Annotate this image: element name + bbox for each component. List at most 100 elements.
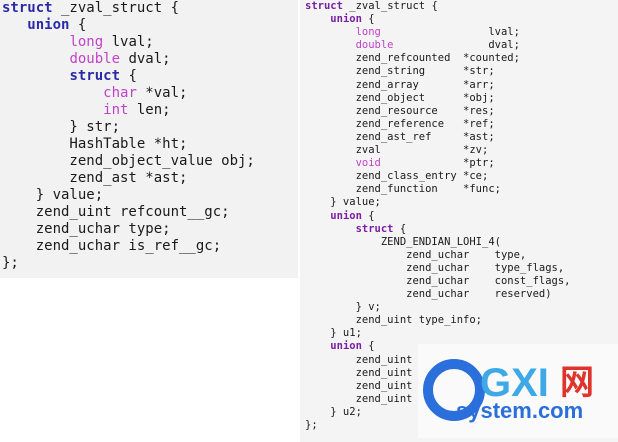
old-zval-struct-panel: struct _zval_struct { union { long lval;… xyxy=(0,0,298,278)
code-token: zend_refcounted *counted; xyxy=(305,52,520,65)
logo-ring-icon xyxy=(423,359,485,421)
code-token: lval; xyxy=(103,34,154,50)
code-token: len; xyxy=(128,102,171,118)
code-line: zend_class_entry *ce; xyxy=(305,170,618,183)
gxi-watermark-logo: GXI 网 system.com xyxy=(418,344,618,438)
code-token xyxy=(2,17,27,33)
code-token: long xyxy=(355,26,381,39)
code-token: { xyxy=(393,222,407,235)
code-token: dval; xyxy=(393,39,520,52)
code-token: *val; xyxy=(136,85,188,101)
code-line: double dval; xyxy=(2,51,298,68)
code-line: union { xyxy=(305,13,618,26)
code-token: zend_uchar const_flags, xyxy=(305,274,571,287)
code-line: union { xyxy=(305,210,618,223)
code-line: zend_ast_ref *ast; xyxy=(305,131,618,144)
code-token: } u1; xyxy=(305,327,362,340)
code-line: zend_uint xyxy=(305,367,618,380)
code-token: struct xyxy=(305,0,343,12)
code-token: zend_array *arr; xyxy=(305,78,495,91)
code-token: zend_uint type_info; xyxy=(305,314,483,327)
code-token: zend_function *func; xyxy=(305,183,501,196)
code-token: struct xyxy=(355,222,394,235)
code-token xyxy=(2,34,69,50)
code-line: zend_uchar const_flags, xyxy=(305,275,618,288)
code-token: zend_uint xyxy=(305,392,413,405)
code-token: zend_uchar type; xyxy=(2,221,171,237)
code-line: zval *zv; xyxy=(305,144,618,157)
code-token: char xyxy=(103,85,137,101)
code-line: zend_uint xyxy=(305,380,618,393)
code-line: ZEND_ENDIAN_LOHI_4( xyxy=(305,236,618,249)
code-token: union xyxy=(330,340,362,353)
code-token: { xyxy=(361,340,375,353)
code-line: } u2; xyxy=(305,406,618,419)
code-token xyxy=(305,210,330,222)
code-line: } str; xyxy=(2,119,298,136)
code-line: zend_uchar is_ref__gc; xyxy=(2,238,298,255)
code-token: zend_ast *ast; xyxy=(2,170,188,186)
code-line: zend_uchar type; xyxy=(2,221,298,238)
code-token: struct xyxy=(69,68,121,84)
code-token: } value; xyxy=(305,196,381,209)
code-token: zval *zv; xyxy=(305,144,489,157)
code-token: } str; xyxy=(2,119,121,135)
code-line: zend_object_value obj; xyxy=(2,153,298,170)
code-token xyxy=(305,340,330,352)
code-token: dval; xyxy=(120,51,171,67)
code-token: zend_uint xyxy=(305,379,413,392)
code-token: lval; xyxy=(380,26,520,39)
code-line: }; xyxy=(305,419,618,432)
code-line: zend_resource *res; xyxy=(305,105,618,118)
code-token: zend_object *obj; xyxy=(305,91,495,104)
code-token: _zval_struct { xyxy=(52,0,180,16)
code-line: struct { xyxy=(2,68,298,85)
code-token: zend_uint refcount__gc; xyxy=(2,204,230,220)
code-line: } v; xyxy=(305,301,618,314)
code-token xyxy=(2,51,69,67)
code-line: zend_refcounted *counted; xyxy=(305,52,618,65)
code-token: { xyxy=(361,209,375,222)
code-line: HashTable *ht; xyxy=(2,136,298,153)
code-token: zend_object_value obj; xyxy=(2,153,255,169)
code-token: union xyxy=(27,17,70,33)
code-token: zend_reference *ref; xyxy=(305,117,495,130)
code-line: } u1; xyxy=(305,327,618,340)
code-line: void *ptr; xyxy=(305,157,618,170)
code-line: struct _zval_struct { xyxy=(2,0,298,17)
code-token: zend_class_entry *ce; xyxy=(305,170,489,183)
code-token: { xyxy=(69,17,87,33)
code-token: { xyxy=(120,68,137,84)
code-line: long lval; xyxy=(2,34,298,51)
code-line: zend_array *arr; xyxy=(305,79,618,92)
watermark-logo-cn: 网 xyxy=(560,364,594,402)
code-token: void xyxy=(355,157,381,170)
code-line: } value; xyxy=(2,187,298,204)
watermark-domain: system.com xyxy=(456,398,583,423)
old-zval-code-block: struct _zval_struct { union { long lval;… xyxy=(2,0,298,272)
code-token xyxy=(305,39,356,51)
code-token: zend_uchar reserved) xyxy=(305,288,552,301)
code-line: zend_function *func; xyxy=(305,183,618,196)
code-token: double xyxy=(355,39,394,52)
code-line: zend_uchar reserved) xyxy=(305,288,618,301)
code-token: *ptr; xyxy=(380,157,495,170)
code-token xyxy=(305,157,356,169)
code-token xyxy=(305,26,356,38)
code-token: _zval_struct { xyxy=(342,0,438,12)
code-line: zend_uint type_info; xyxy=(305,314,618,327)
code-token: HashTable *ht; xyxy=(2,136,188,152)
code-line: zend_reference *ref; xyxy=(305,118,618,131)
code-line: zend_uchar type_flags, xyxy=(305,262,618,275)
code-token: zend_uint xyxy=(305,366,413,379)
code-token: }; xyxy=(305,419,318,431)
code-token: zend_uchar is_ref__gc; xyxy=(2,238,222,254)
code-token: } u2; xyxy=(305,405,362,418)
code-line: zend_uint xyxy=(305,354,618,367)
code-token xyxy=(2,85,103,101)
code-line: char *val; xyxy=(2,85,298,102)
code-line: }; xyxy=(2,255,298,272)
code-line: int len; xyxy=(2,102,298,119)
code-token: zend_resource *res; xyxy=(305,104,495,117)
code-token: } value; xyxy=(2,187,104,203)
